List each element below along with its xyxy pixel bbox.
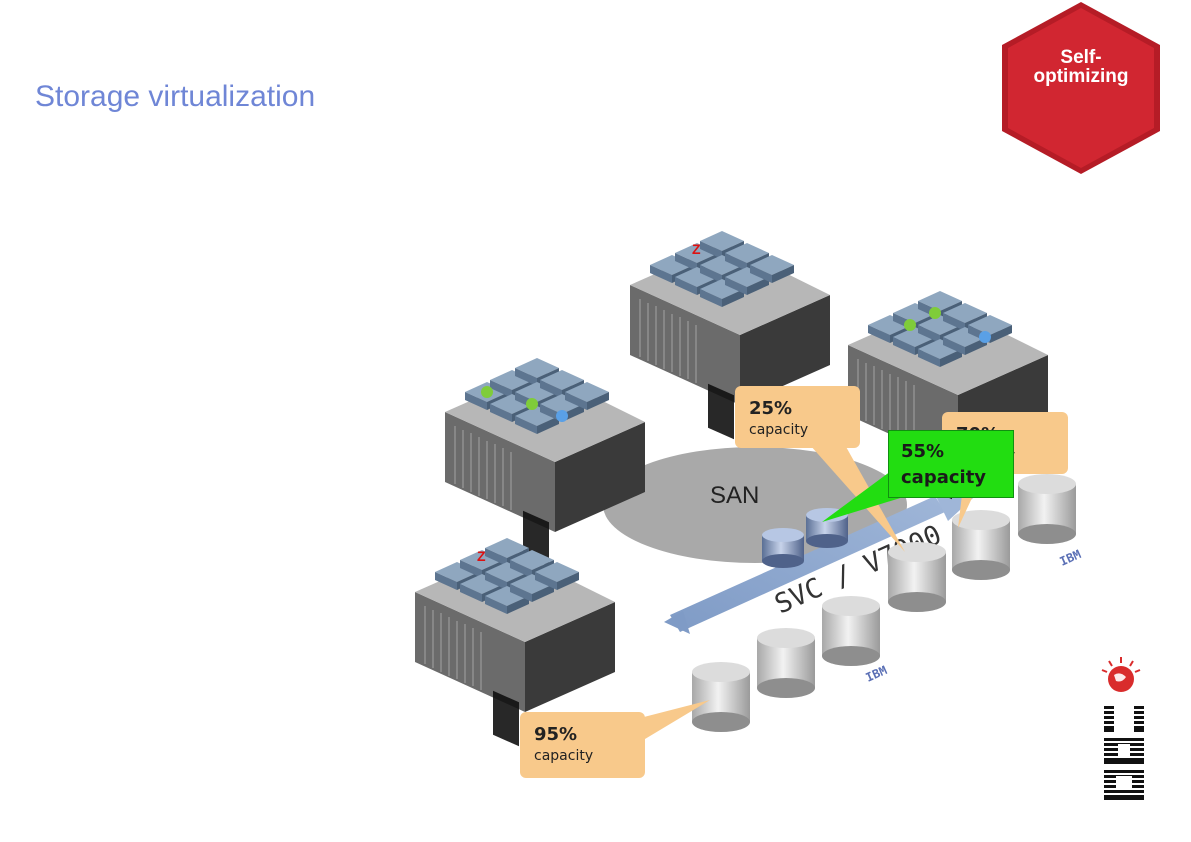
aix-icon <box>481 386 493 398</box>
self-optimizing-badge <box>1002 2 1160 174</box>
i-icon <box>556 410 568 422</box>
storage-array-back: IBM <box>888 474 1083 612</box>
server-top: Z <box>629 231 831 440</box>
ibm-brand-front: IBM <box>864 663 890 685</box>
z-icon: Z <box>477 548 486 564</box>
badge-line-1: Self- <box>1060 47 1102 68</box>
callout-25-caption: capacity <box>749 422 809 438</box>
storage-array-front: IBM <box>692 596 889 732</box>
callout-95-pointer <box>640 700 710 742</box>
i-icon <box>979 331 991 343</box>
callout-95-percent: 95% <box>534 724 578 745</box>
callout-55-percent: 55% <box>901 441 945 462</box>
callout-25: 25% capacity <box>735 386 860 448</box>
callout-55: 55% capacity <box>888 430 1014 498</box>
server-bottom: Z <box>414 538 616 747</box>
badge-line-2: optimizing <box>1033 66 1129 87</box>
slide-title: Storage virtualization <box>35 80 316 113</box>
callout-25-percent: 25% <box>749 398 793 419</box>
aix-icon <box>929 307 941 319</box>
z-icon: Z <box>692 241 701 257</box>
virtual-disk <box>762 528 804 568</box>
badge-text: Self- optimizing <box>1000 48 1162 86</box>
server-right <box>847 291 1049 500</box>
callout-95: 95% capacity <box>520 712 645 778</box>
server-left <box>444 358 646 567</box>
ibm-logo <box>1104 706 1144 800</box>
callout-55-caption: capacity <box>901 467 987 488</box>
aix-icon <box>526 398 538 410</box>
ibm-brand-back: IBM <box>1058 547 1084 569</box>
aix-icon <box>904 319 916 331</box>
ibm-globe-icon <box>1101 657 1141 692</box>
callout-95-caption: capacity <box>534 748 594 764</box>
san-label: SAN <box>710 482 760 509</box>
